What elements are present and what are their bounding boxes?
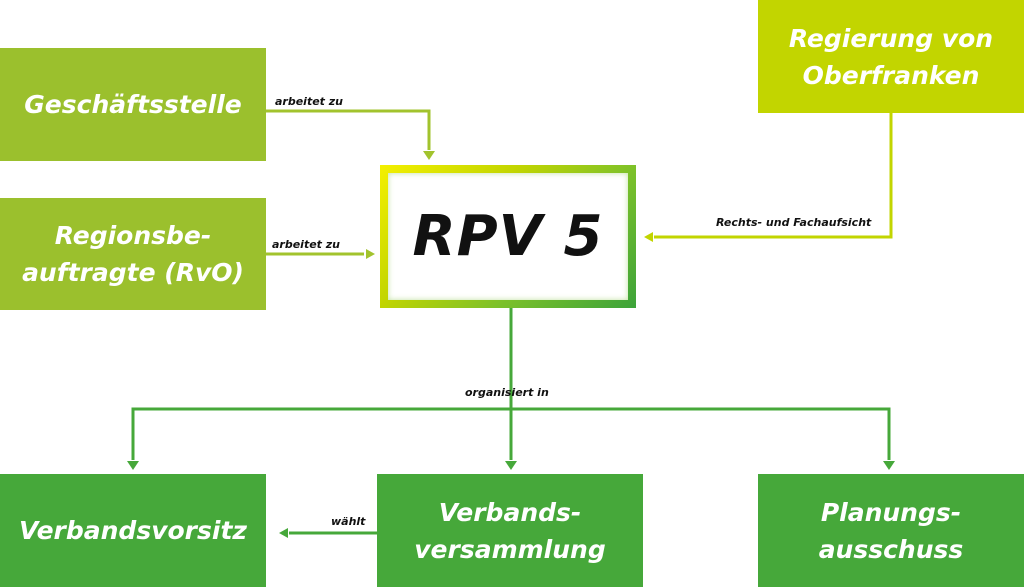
arrowhead-down-icon — [423, 151, 435, 160]
label-arbeitet-zu-2: arbeitet zu — [272, 238, 340, 251]
label-arbeitet-zu-1: arbeitet zu — [275, 95, 343, 108]
label-rechts-fachaufsicht: Rechts- und Fachaufsicht — [716, 216, 872, 229]
box-regionsbeauftragte: Regionsbe- auftragte (RvO) — [0, 198, 266, 310]
box-verbandsvorsitz: Verbandsvorsitz — [0, 474, 266, 587]
arrowhead-right-icon — [366, 249, 375, 259]
label-organisiert-in: organisiert in — [465, 386, 549, 399]
connector-geschaeftsstelle — [266, 109, 431, 150]
arrowhead-down-icon — [505, 461, 517, 470]
arrowhead-down-icon — [883, 461, 895, 470]
connector-regierung — [654, 113, 893, 239]
rpv-center-box: RPV 5 — [380, 165, 636, 308]
arrowhead-down-icon — [127, 461, 139, 470]
box-geschaeftsstelle: Geschäftsstelle — [0, 48, 266, 161]
rpv-title: RPV 5 — [412, 204, 604, 269]
arrowhead-left-icon — [279, 528, 288, 538]
box-verbandsversammlung: Verbands- versammlung — [377, 474, 643, 587]
box-regierung-oberfranken: Regierung von Oberfranken — [758, 0, 1024, 113]
label-waehlt: wählt — [331, 515, 366, 528]
connector-organisiert-bar — [131, 407, 891, 460]
box-planungsausschuss: Planungs- ausschuss — [758, 474, 1024, 587]
arrowhead-left-icon — [644, 232, 653, 242]
